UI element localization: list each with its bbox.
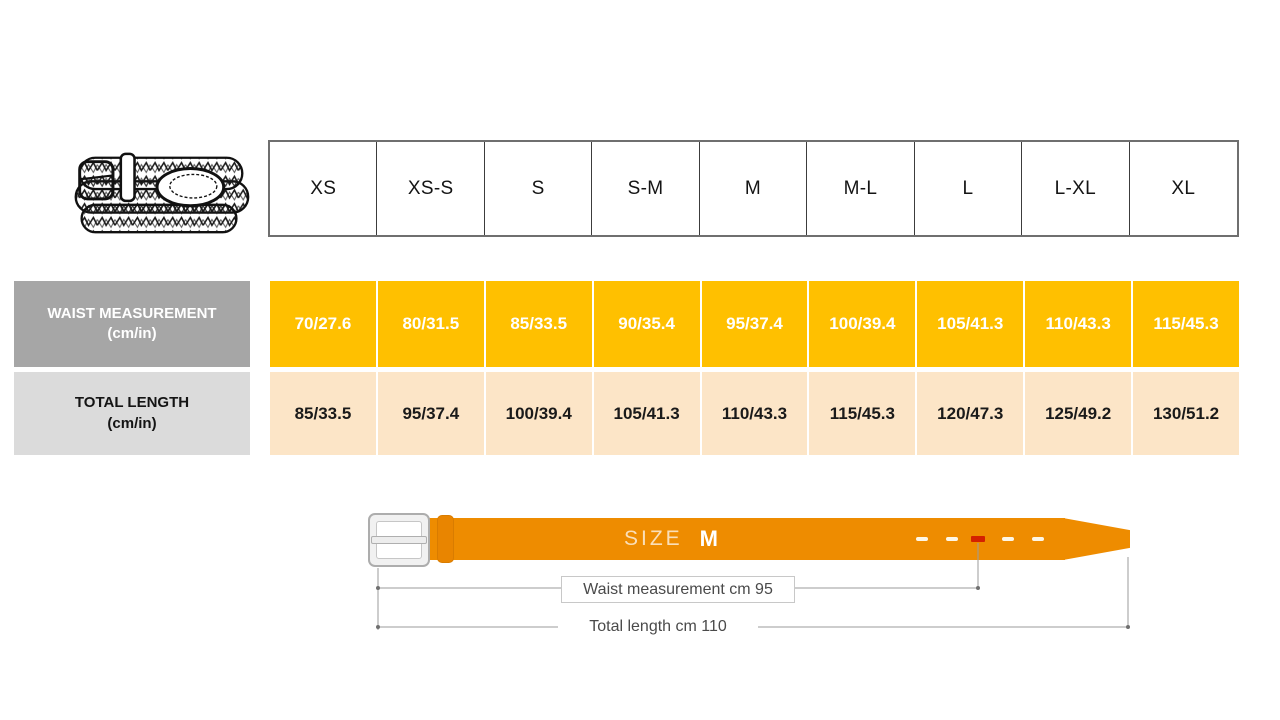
length-value-cell: 85/33.5 [270, 372, 376, 455]
length-value-cell: 105/41.3 [593, 372, 700, 455]
size-column-header: S-M [592, 142, 700, 235]
belt-hole [1032, 537, 1044, 541]
waist-value-cell: 90/35.4 [593, 281, 700, 367]
waist-measurement-row: 70/27.6 80/31.5 85/33.5 90/35.4 95/37.4 … [270, 281, 1239, 367]
waist-value-cell: 85/33.5 [485, 281, 592, 367]
row-label-unit: (cm/in) [107, 325, 157, 342]
waist-measurement-annotation: Waist measurement cm 95 [561, 576, 795, 603]
buckle-prong [371, 536, 427, 544]
length-value-cell: 125/49.2 [1025, 372, 1132, 455]
belt-keeper-loop [437, 515, 454, 563]
waist-value-cell: 70/27.6 [270, 281, 376, 367]
size-column-header: M-L [807, 142, 915, 235]
row-label-text: WAIST MEASUREMENT [47, 304, 217, 322]
row-label-text: TOTAL LENGTH [74, 394, 190, 412]
braided-belt-image [74, 152, 250, 234]
belt-buckle [368, 513, 430, 567]
waist-value-cell: 115/45.3 [1133, 281, 1239, 367]
belt-hole [916, 537, 928, 541]
size-column-header: L-XL [1022, 142, 1130, 235]
waist-value-cell: 110/43.3 [1025, 281, 1132, 367]
length-value-cell: 95/37.4 [377, 372, 484, 455]
length-value-cell: 115/45.3 [809, 372, 916, 455]
length-value-cell: 100/39.4 [485, 372, 592, 455]
waist-value-cell: 100/39.4 [809, 281, 916, 367]
size-column-header: XS-S [377, 142, 485, 235]
waist-value-cell: 105/41.3 [917, 281, 1024, 367]
size-column-header: S [485, 142, 593, 235]
belt-hole [1002, 537, 1014, 541]
size-word: SIZE [623, 527, 683, 550]
belt-size-text: SIZE M [571, 524, 771, 554]
length-value-cell: 120/47.3 [917, 372, 1024, 455]
belt-hole [946, 537, 958, 541]
length-value-cell: 130/51.2 [1133, 372, 1239, 455]
total-length-row-label: TOTAL LENGTH (cm/in) [14, 372, 250, 455]
size-header-row: XS XS-S S S-M M M-L L L-XL XL [268, 140, 1239, 237]
total-length-row: 85/33.5 95/37.4 100/39.4 105/41.3 110/43… [270, 372, 1239, 455]
size-column-header: XL [1171, 177, 1196, 199]
waist-measurement-row-label: WAIST MEASUREMENT (cm/in) [14, 281, 250, 367]
waist-value-cell: 95/37.4 [701, 281, 808, 367]
size-column-header: M [700, 142, 808, 235]
size-value: M [699, 526, 718, 551]
size-column-header: XS [270, 142, 378, 235]
waist-value-cell: 80/31.5 [377, 281, 484, 367]
length-value-cell: 110/43.3 [701, 372, 808, 455]
belt-strap [425, 518, 1065, 560]
total-length-annotation: Total length cm 110 [558, 615, 758, 639]
belt-hole-highlighted [971, 536, 985, 542]
row-label-unit: (cm/in) [107, 414, 157, 432]
size-column-header: L [915, 142, 1023, 235]
